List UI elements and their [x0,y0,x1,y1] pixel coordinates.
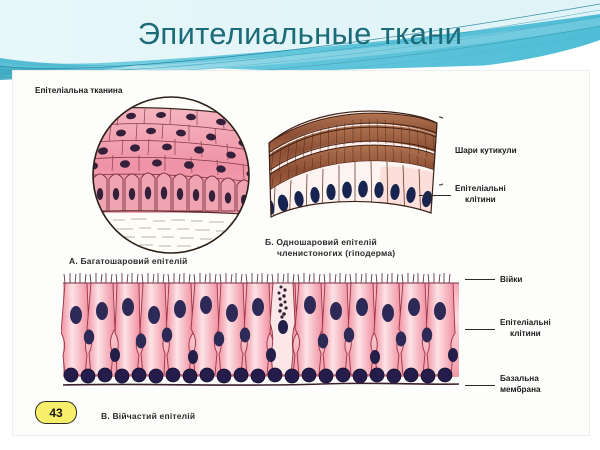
panel-b-leader-cells [419,195,451,196]
panel-a-label: Епітеліальна тканина [35,85,122,96]
panel-c-caption: В. Війчастий епітелій [101,411,196,421]
panel-c: Війки Епітеліальні клітини Базальна мемб… [13,267,589,435]
panel-c-label-cilia: Війки [500,275,523,284]
panel-b-label-cuticle: Шари кутикули [455,146,517,155]
panel-a-label-text: Епітеліальна тканина [35,86,123,95]
panel-c-label-cells: Епітеліальні клітини [500,317,551,339]
figure-container: Епітеліальна тканина [12,70,590,436]
panel-b-label-cells: Епітеліальні клітини [455,183,506,205]
panel-b-section [268,110,443,218]
panel-c-label-basal-line2: мембрана [500,385,541,394]
panel-b-label-cells-line2: клітини [465,195,496,204]
panel-b-caption-line1: Б. Одношаровий епітелій [265,237,377,247]
panel-a: Епітеліальна тканина [13,71,283,266]
panel-c-leader-cilia [465,279,495,280]
panel-c-label-basal-line1: Базальна [500,374,539,383]
panel-b-label-cells-line1: Епітеліальні [455,184,506,193]
page-number-badge: 43 [35,401,77,424]
panel-c-label-basal: Базальна мембрана [500,373,541,395]
panel-c-epithelium [61,273,460,386]
panel-b: Шари кутикули Епітеліальні клітини Б. Од… [259,101,589,261]
panel-b-caption: Б. Одношаровий епітелій членистоногих (г… [265,237,395,259]
panel-c-label-cells-line1: Епітеліальні [500,318,551,327]
page-title: Эпителиальные ткани [137,16,463,51]
panel-c-leader-basal [465,385,495,386]
panel-c-leader-cells [465,329,495,330]
panel-c-label-cells-line2: клітини [510,329,541,338]
panel-a-caption: А. Багатошаровий епітелій [69,256,188,266]
panel-a-micrograph [92,96,250,254]
panel-b-caption-line2: членистоногих (гіподерма) [277,248,396,258]
